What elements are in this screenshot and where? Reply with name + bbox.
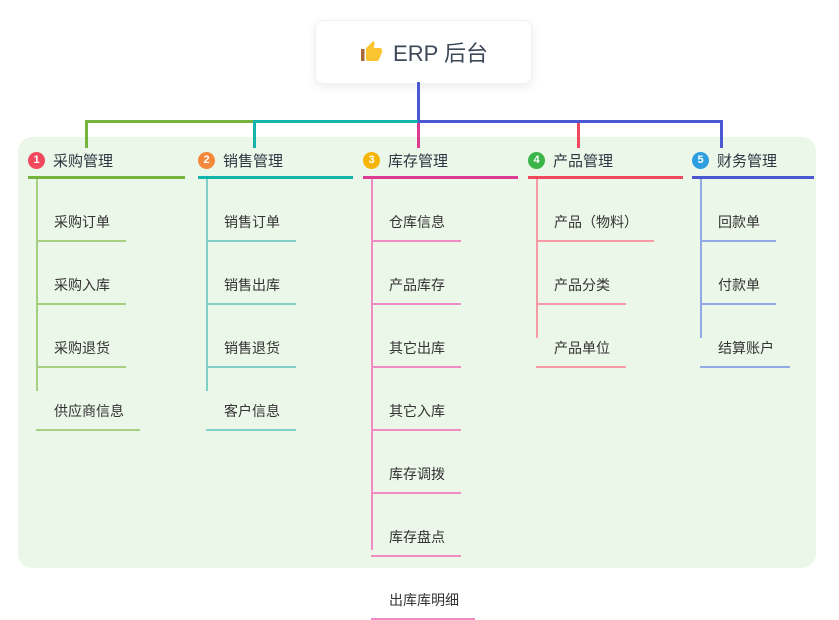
branch-title: 销售管理 [223, 153, 284, 170]
child-node[interactable]: 产品（物料） [536, 179, 654, 242]
root-node-erp-backend[interactable]: ERP 后台 [315, 20, 532, 84]
branch-3: 3 库存管理仓库信息产品库存其它出库其它入库库存调拨库存盘点出库库明细 [363, 148, 518, 620]
child-node[interactable]: 回款单 [700, 179, 776, 242]
root-node-label: ERP 后台 [393, 41, 488, 66]
branch-4: 4 产品管理产品（物料）产品分类产品单位 [528, 148, 683, 368]
child-node[interactable]: 出库库明细 [371, 557, 475, 620]
child-node[interactable]: 销售订单 [206, 179, 296, 242]
branch-children: 销售订单销售出库销售退货客户信息 [206, 179, 353, 431]
branch-number-badge: 2 [198, 152, 215, 169]
branch-number-badge: 5 [692, 152, 709, 169]
branch-title: 产品管理 [553, 153, 614, 170]
branch-children: 仓库信息产品库存其它出库其它入库库存调拨库存盘点出库库明细 [371, 179, 518, 620]
branch-2: 2 销售管理销售订单销售出库销售退货客户信息 [198, 148, 353, 431]
branch-header-4[interactable]: 4 产品管理 [528, 148, 683, 179]
branch-title: 采购管理 [53, 153, 114, 170]
branch-drop-line-5 [720, 120, 723, 148]
branch-drop-line-4 [577, 123, 580, 148]
branch-children: 回款单付款单结算账户 [700, 179, 814, 368]
children-connector-line [371, 179, 373, 550]
bus-segment-3 [418, 120, 723, 123]
root-connector-line [417, 82, 420, 123]
children-connector-line [206, 179, 208, 391]
branch-header-3[interactable]: 3 库存管理 [363, 148, 518, 179]
branch-number-badge: 1 [28, 152, 45, 169]
child-node[interactable]: 付款单 [700, 242, 776, 305]
branch-title: 财务管理 [717, 153, 778, 170]
branch-title: 库存管理 [388, 153, 449, 170]
child-node[interactable]: 库存调拨 [371, 431, 461, 494]
bus-segment-2 [253, 120, 418, 123]
branch-drop-line-3 [417, 123, 420, 148]
branch-header-1[interactable]: 1 采购管理 [28, 148, 185, 179]
child-node[interactable]: 产品单位 [536, 305, 626, 368]
branch-drop-line-2 [253, 120, 256, 148]
branch-children: 采购订单采购入库采购退货供应商信息 [36, 179, 185, 431]
child-node[interactable]: 其它入库 [371, 368, 461, 431]
branch-children: 产品（物料）产品分类产品单位 [536, 179, 683, 368]
branch-header-5[interactable]: 5 财务管理 [692, 148, 814, 179]
child-node[interactable]: 其它出库 [371, 305, 461, 368]
child-node[interactable]: 客户信息 [206, 368, 296, 431]
bus-segment-1 [85, 120, 253, 123]
child-node[interactable]: 供应商信息 [36, 368, 140, 431]
branch-header-2[interactable]: 2 销售管理 [198, 148, 353, 179]
child-node[interactable]: 产品分类 [536, 242, 626, 305]
children-connector-line [536, 179, 538, 338]
child-node[interactable]: 采购退货 [36, 305, 126, 368]
child-node[interactable]: 销售退货 [206, 305, 296, 368]
child-node[interactable]: 产品库存 [371, 242, 461, 305]
branch-1: 1 采购管理采购订单采购入库采购退货供应商信息 [28, 148, 185, 431]
child-node[interactable]: 采购入库 [36, 242, 126, 305]
branch-5: 5 财务管理回款单付款单结算账户 [692, 148, 814, 368]
child-node[interactable]: 仓库信息 [371, 179, 461, 242]
child-node[interactable]: 销售出库 [206, 242, 296, 305]
child-node[interactable]: 采购订单 [36, 179, 126, 242]
branch-number-badge: 4 [528, 152, 545, 169]
thumbs-up-icon [359, 40, 383, 64]
mindmap-background-panel [18, 137, 816, 568]
children-connector-line [36, 179, 38, 391]
branch-drop-line-1 [85, 120, 88, 148]
child-node[interactable]: 库存盘点 [371, 494, 461, 557]
child-node[interactable]: 结算账户 [700, 305, 790, 368]
children-connector-line [700, 179, 702, 338]
branch-number-badge: 3 [363, 152, 380, 169]
